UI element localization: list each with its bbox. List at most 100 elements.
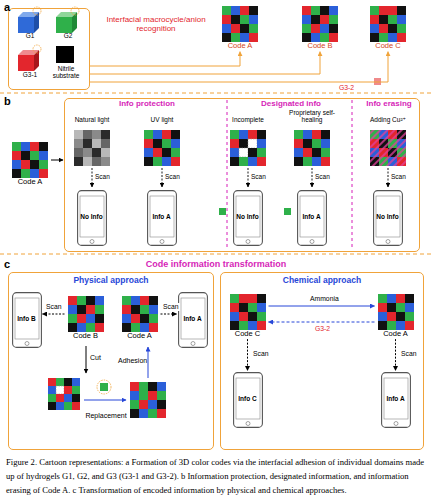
code-cell xyxy=(83,139,92,148)
code-cell xyxy=(240,15,249,24)
code-cell xyxy=(101,139,110,148)
code-grid xyxy=(68,296,104,332)
code-cell xyxy=(257,294,266,303)
code-cell xyxy=(30,142,39,151)
code-cell xyxy=(139,391,148,400)
phone-button xyxy=(310,239,314,243)
code-cell xyxy=(329,15,338,24)
code-cell xyxy=(140,296,149,305)
code-label: Code A xyxy=(10,178,50,187)
code-cell xyxy=(370,6,379,15)
code-cell xyxy=(48,402,56,410)
code-label: Code A xyxy=(218,42,262,51)
phone-text: No Info xyxy=(373,213,403,220)
code-cell xyxy=(240,6,249,15)
phone-text: No Info xyxy=(233,213,263,220)
code-cell xyxy=(388,24,397,33)
code-cell xyxy=(321,157,330,166)
annotation: Proprietary self-healing xyxy=(282,109,342,124)
code-cell xyxy=(153,148,162,157)
color-code: Code C xyxy=(366,6,410,51)
connector xyxy=(90,52,240,66)
g2-piece xyxy=(219,208,226,215)
annotation: Scan xyxy=(315,173,330,180)
scan-arrow xyxy=(92,168,388,187)
code-cell xyxy=(231,6,240,15)
hydrogel-cube xyxy=(18,45,41,71)
replacement-arrow xyxy=(84,400,126,401)
code-cell xyxy=(131,314,140,323)
code-cell xyxy=(64,386,72,394)
phone-body xyxy=(233,372,262,427)
code-cell xyxy=(405,312,414,321)
connector xyxy=(269,306,375,307)
dashed-circle xyxy=(97,380,111,394)
box-text: Nitrile substrate xyxy=(45,65,87,80)
code-cell xyxy=(387,312,396,321)
code-cell xyxy=(311,15,320,24)
code-cell xyxy=(387,321,396,330)
separator xyxy=(227,100,228,250)
phone-text: Info C xyxy=(233,395,263,402)
color-code: Code C xyxy=(228,294,268,339)
code-cell xyxy=(130,391,139,400)
code-cell xyxy=(249,24,258,33)
code-cell xyxy=(388,6,397,15)
code-cell xyxy=(379,6,388,15)
hydrogel-cube xyxy=(18,7,41,33)
code-cell xyxy=(302,15,311,24)
code-cell xyxy=(72,394,80,402)
code-cell xyxy=(329,33,338,42)
separator xyxy=(352,100,353,250)
erase-hatch xyxy=(370,130,406,166)
separator xyxy=(0,93,432,94)
code-cell xyxy=(130,382,139,391)
code-cell xyxy=(157,391,166,400)
code-cell xyxy=(321,148,330,157)
phone-body xyxy=(373,190,402,245)
connector xyxy=(90,52,320,74)
code-cell xyxy=(122,305,131,314)
code-cell xyxy=(294,148,303,157)
code-cell xyxy=(222,6,231,15)
code-cell xyxy=(162,139,171,148)
code-label: Code C xyxy=(228,330,268,339)
phone-body xyxy=(147,190,176,245)
code-cell xyxy=(130,400,139,409)
edge-label: Scan xyxy=(162,303,180,311)
code-cell xyxy=(230,303,239,312)
code-cell xyxy=(303,130,312,139)
code-cell xyxy=(12,169,21,178)
code-cell xyxy=(312,148,321,157)
code-cell xyxy=(144,148,153,157)
box-text: Physical approach xyxy=(73,276,148,286)
cut-arrow xyxy=(86,346,87,373)
code-cell xyxy=(320,24,329,33)
code-cell xyxy=(95,314,104,323)
code-cell xyxy=(239,312,248,321)
annotation: Cut xyxy=(90,354,101,362)
code-cell xyxy=(312,139,321,148)
code-cell xyxy=(148,382,157,391)
code-label: Code B xyxy=(66,332,106,341)
section-title: Code information transformation xyxy=(146,259,287,269)
code-cell xyxy=(388,15,397,24)
code-cell xyxy=(397,15,406,24)
code-cell xyxy=(230,312,239,321)
code-cell xyxy=(92,148,101,157)
code-cell xyxy=(149,305,158,314)
code-cell xyxy=(249,6,258,15)
code-cell xyxy=(148,409,157,418)
phone-button xyxy=(246,239,250,243)
phone-body xyxy=(381,372,410,427)
annotation: Adding Cu²⁺ xyxy=(370,116,406,123)
code-cell xyxy=(248,157,257,166)
code-cell xyxy=(240,24,249,33)
code-cell xyxy=(95,323,104,332)
code-cell xyxy=(171,139,180,148)
code-label: Code A xyxy=(376,330,416,339)
code-grid xyxy=(378,294,414,330)
replacement-piece xyxy=(100,383,108,391)
code-label: Code B xyxy=(298,42,342,51)
panel-letter: a xyxy=(4,1,10,13)
